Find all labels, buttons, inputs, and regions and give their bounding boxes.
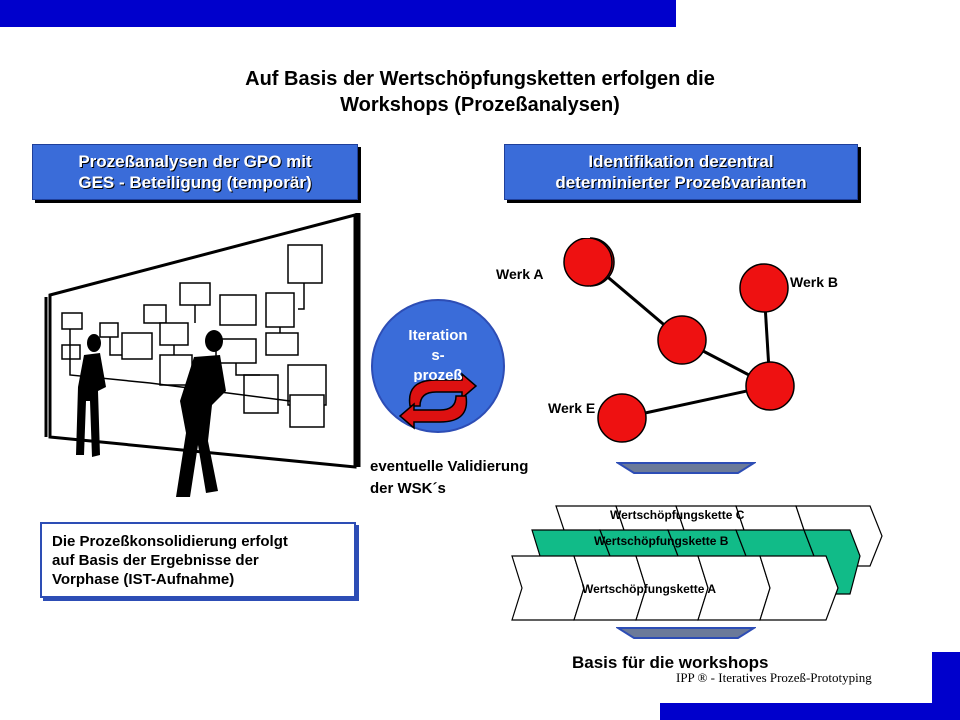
left-header-line-1: Prozeßanalysen der GPO mit bbox=[78, 152, 312, 171]
validation-note: eventuelle Validierung der WSK´s bbox=[370, 456, 528, 500]
right-header-line-2: determinierter Prozeßvarianten bbox=[555, 173, 807, 192]
iteration-label: Iteration s- prozeß bbox=[386, 326, 490, 382]
validation-line-1: eventuelle Validierung bbox=[370, 458, 529, 475]
label-chain-c: Wertschöpfungskette C bbox=[610, 508, 745, 522]
node-werk-a-full bbox=[563, 238, 613, 287]
down-arrow-icon-top bbox=[616, 462, 756, 474]
left-header-line-2: GES - Beteiligung (temporär) bbox=[78, 173, 312, 192]
left-header-box: Prozeßanalysen der GPO mit GES - Beteili… bbox=[32, 144, 358, 200]
title-line-2: Workshops (Prozeßanalysen) bbox=[340, 94, 620, 116]
value-chains bbox=[511, 505, 883, 621]
note-line-2: auf Basis der Ergebnisse der bbox=[52, 552, 259, 569]
node-hub bbox=[745, 361, 795, 411]
node-werk-b bbox=[739, 263, 789, 313]
consolidation-note-box: Die Prozeßkonsolidierung erfolgt auf Bas… bbox=[40, 522, 356, 598]
person-silhouettes bbox=[76, 330, 226, 497]
iteration-circle-graphic bbox=[371, 299, 505, 433]
right-header-box: Identifikation dezentral determinierter … bbox=[504, 144, 858, 200]
page-title: Auf Basis der Wertschöpfungsketten erfol… bbox=[0, 66, 960, 118]
title-line-1: Auf Basis der Wertschöpfungsketten erfol… bbox=[245, 68, 715, 90]
iteration-line-1: Iteration bbox=[408, 327, 468, 344]
chain-a bbox=[511, 555, 839, 621]
node-werk-e bbox=[597, 393, 647, 443]
cycle-arrows-icon bbox=[398, 372, 478, 430]
label-werk-b: Werk B bbox=[790, 274, 838, 290]
down-arrow-icon-bottom bbox=[616, 627, 756, 639]
basis-caption: Basis für die workshops bbox=[572, 653, 769, 672]
label-werk-e: Werk E bbox=[548, 400, 596, 416]
note-line-1: Die Prozeßkonsolidierung erfolgt bbox=[52, 533, 288, 550]
iteration-line-3: prozeß bbox=[413, 367, 463, 382]
footer-text: IPP ® - Iteratives Prozeß-Prototyping bbox=[676, 670, 872, 685]
note-line-3: Vorphase (IST-Aufnahme) bbox=[52, 571, 235, 588]
bottom-accent-bar-horizontal bbox=[660, 703, 960, 720]
validation-line-2: der WSK´s bbox=[370, 480, 446, 497]
node-center bbox=[657, 315, 707, 365]
iteration-line-2: s- bbox=[431, 347, 445, 364]
right-header-line-1: Identifikation dezentral bbox=[588, 152, 774, 171]
process-cards bbox=[61, 244, 327, 428]
top-accent-bar bbox=[0, 0, 676, 27]
label-chain-a: Wertschöpfungskette A bbox=[582, 582, 717, 596]
label-werk-a: Werk A bbox=[496, 266, 544, 282]
process-wall-illustration bbox=[44, 213, 361, 497]
plant-network bbox=[590, 237, 795, 443]
label-chain-b: Wertschöpfungskette B bbox=[594, 534, 729, 548]
